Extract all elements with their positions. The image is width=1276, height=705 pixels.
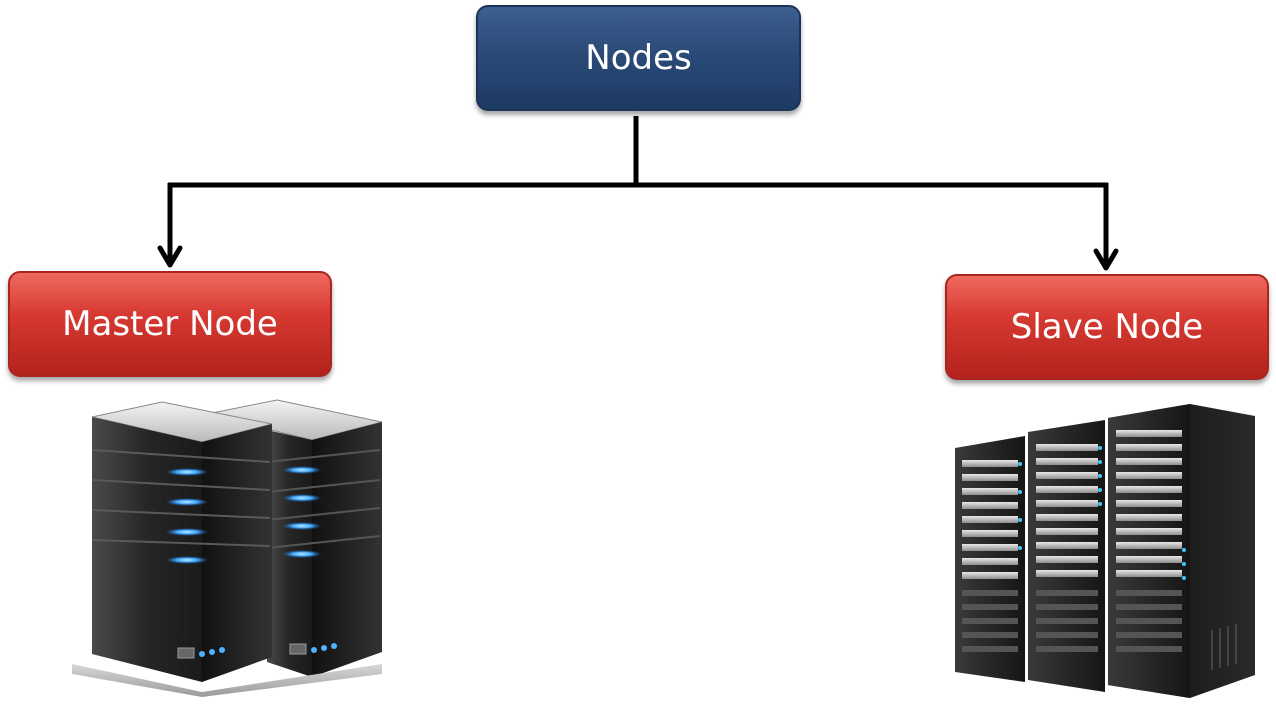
root-node-nodes: Nodes <box>476 5 801 111</box>
rack-cabinet-middle <box>1028 420 1105 692</box>
slave-arrowhead <box>1093 248 1119 271</box>
master-node-label: Master Node <box>62 304 278 344</box>
tower-base <box>72 664 382 697</box>
server-rack-icon <box>955 404 1255 698</box>
tower-server-front <box>91 401 273 682</box>
rack-cabinet-right <box>1108 404 1255 698</box>
rack-cabinet-left <box>955 436 1025 682</box>
master-node-box: Master Node <box>8 271 332 377</box>
tower-servers-icon <box>72 399 383 697</box>
slave-node-label: Slave Node <box>1010 307 1204 347</box>
slave-node-box: Slave Node <box>945 274 1269 380</box>
tower-server-back <box>206 399 383 677</box>
master-arrowhead <box>157 245 183 268</box>
root-node-label: Nodes <box>585 38 692 78</box>
